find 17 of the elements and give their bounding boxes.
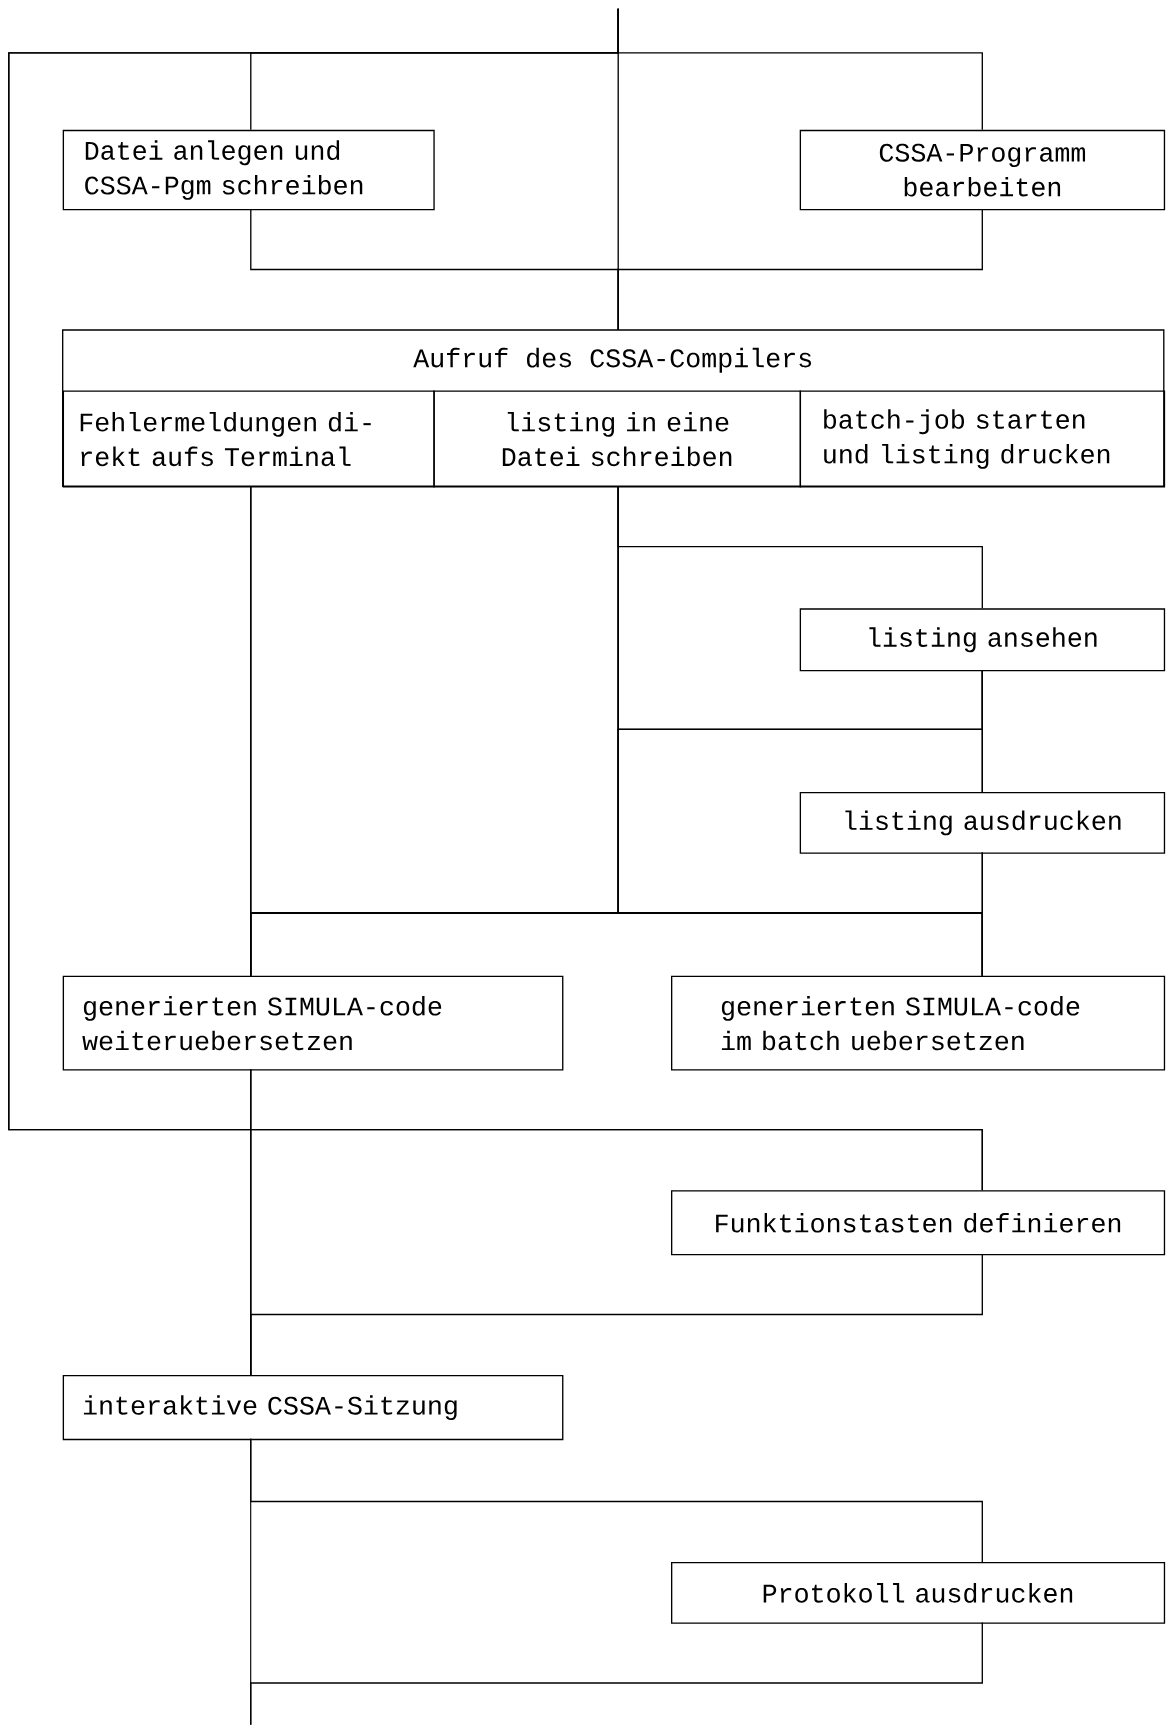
connector-line — [250, 1253, 983, 1376]
process-box: Protokoll ausdrucken — [671, 1562, 1166, 1624]
connector-line — [250, 1068, 983, 1191]
process-box: interaktive CSSA-Sitzung — [62, 1375, 564, 1441]
connector-line — [250, 1621, 983, 1725]
process-box: Funktionstasten definieren — [671, 1190, 1166, 1256]
connector-line — [981, 851, 983, 977]
process-box: listing ausdrucken — [799, 792, 1166, 854]
process-box: Datei anlegen und CSSA-Pgm schreiben — [62, 129, 435, 211]
process-box: listing ansehen — [799, 608, 1166, 672]
process-box: generierten SIMULA-code im batch uebersetzen — [671, 975, 1166, 1071]
process-box: generierten SIMULA-code weiteruebersetzen — [62, 975, 564, 1071]
process-box: listing in eine Datei schreiben — [433, 390, 802, 488]
process-box: CSSA-Programm bearbeiten — [799, 129, 1166, 211]
process-box: batch-job starten und listing drucken — [799, 390, 1166, 488]
connector-line — [617, 208, 983, 331]
process-box: Fehlermeldungen di- rekt aufs Terminal — [62, 390, 435, 488]
